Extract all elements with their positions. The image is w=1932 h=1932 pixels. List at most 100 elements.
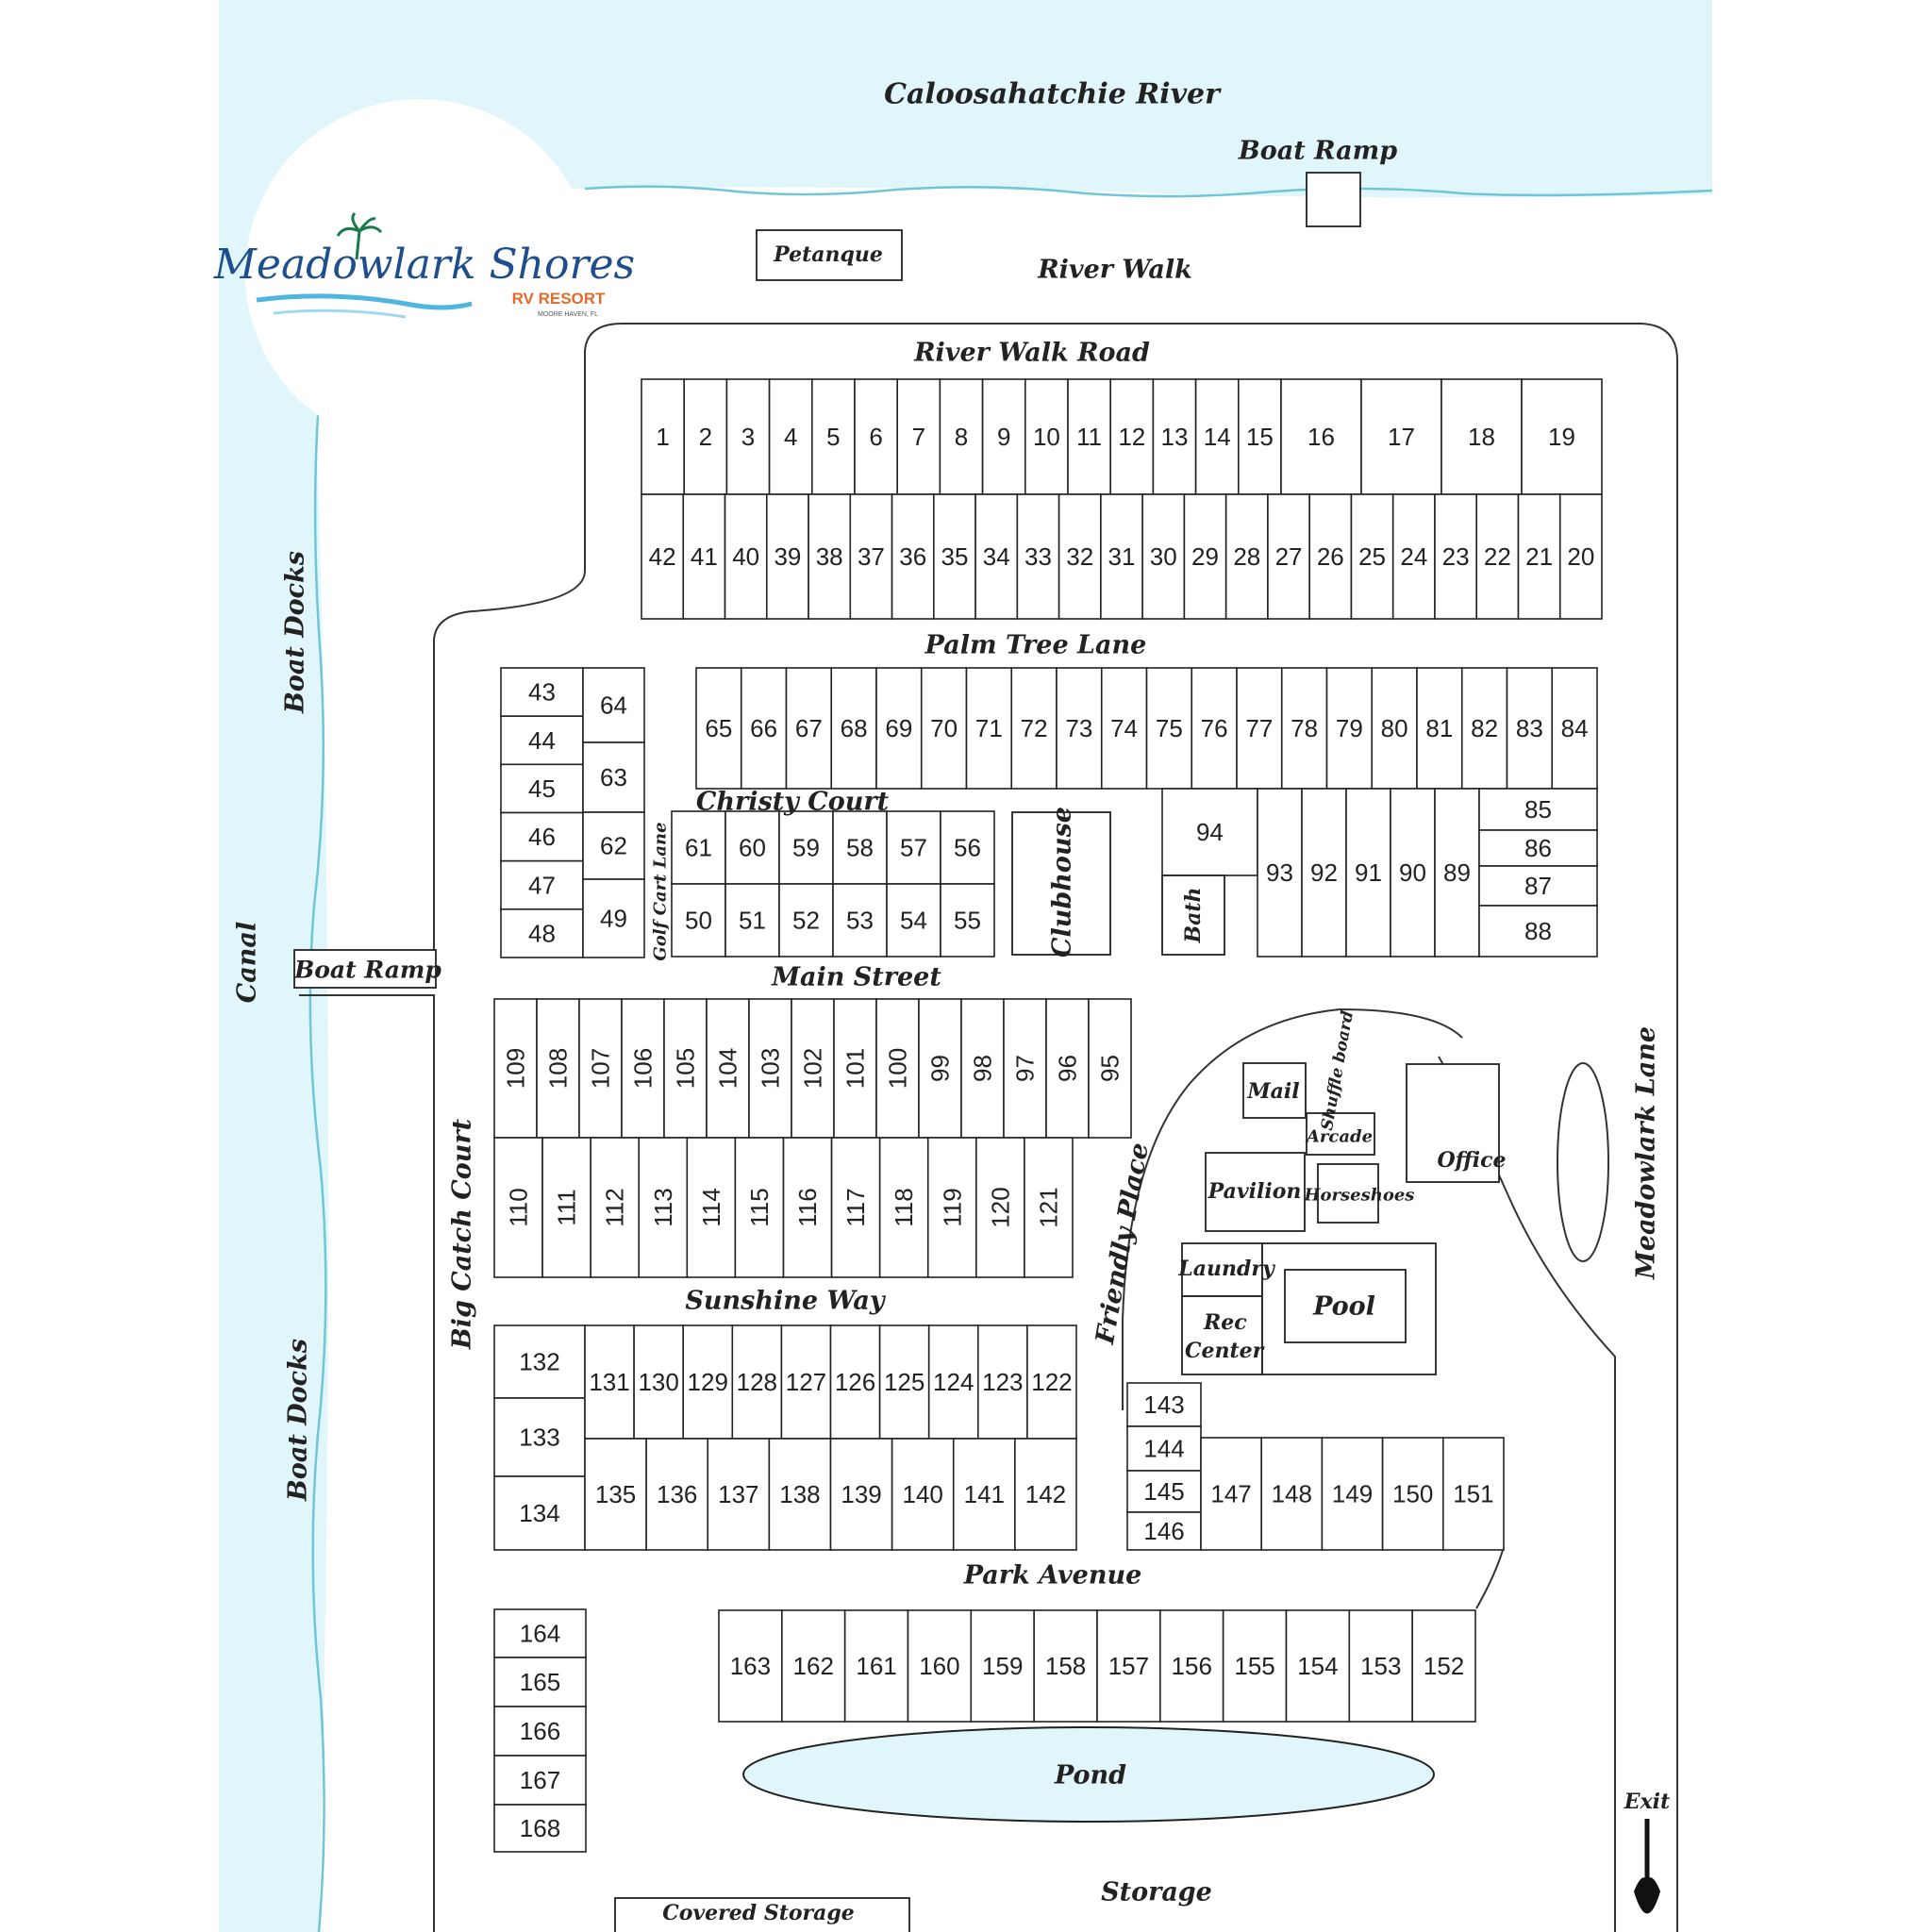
lot-104: 104 (706, 998, 750, 1139)
lot-55: 55 (940, 883, 995, 958)
lot-outline (843, 1609, 909, 1723)
lot-outline (920, 667, 968, 790)
lot-number: 79 (1336, 714, 1363, 742)
lot-149: 149 (1321, 1437, 1384, 1551)
lot-54: 54 (886, 883, 941, 958)
lot-number: 148 (1272, 1480, 1312, 1508)
lot-outline (686, 1137, 737, 1278)
lot-number: 54 (900, 907, 927, 935)
lot-number: 106 (629, 1048, 658, 1089)
river-walk-label: River Walk (1037, 256, 1192, 285)
lot-outline (1442, 1437, 1505, 1551)
lot-67: 67 (785, 667, 833, 790)
lot-number: 101 (841, 1048, 870, 1089)
lot-outline (1088, 998, 1132, 1139)
lot-112: 112 (590, 1137, 641, 1278)
lot-outline (1014, 1438, 1077, 1551)
lot-number: 13 (1161, 423, 1189, 451)
lot-outline (1478, 865, 1598, 907)
lot-number: 156 (1172, 1652, 1212, 1680)
main-street-label: Main Street (771, 963, 941, 992)
lot-21: 21 (1517, 493, 1561, 620)
lot-4: 4 (768, 378, 813, 495)
lot-outline (707, 1438, 771, 1551)
lot-outline (1551, 667, 1598, 790)
lot-30: 30 (1141, 493, 1186, 620)
lot-75: 75 (1145, 667, 1193, 790)
lot-outline (584, 1324, 635, 1440)
lot-outline (830, 1137, 881, 1278)
lot-number: 24 (1400, 542, 1427, 571)
lot-outline (808, 493, 852, 620)
lot-64: 64 (582, 667, 645, 743)
lot-151: 151 (1442, 1437, 1505, 1551)
lot-7: 7 (896, 378, 941, 495)
lot-48: 48 (500, 908, 584, 958)
lot-109: 109 (493, 998, 538, 1139)
lot-58: 58 (832, 810, 888, 885)
lot-20: 20 (1558, 493, 1603, 620)
lot-128: 128 (731, 1324, 783, 1440)
lot-number: 4 (784, 423, 797, 451)
lot-number: 71 (975, 714, 1003, 742)
lot-number: 56 (954, 834, 981, 862)
lot-number: 159 (982, 1652, 1023, 1680)
horseshoes-box (1317, 1163, 1379, 1224)
lot-number: 130 (638, 1368, 678, 1396)
lot-61: 61 (671, 810, 726, 885)
lot-outline (952, 1438, 1016, 1551)
lot-number: 125 (884, 1368, 924, 1396)
lot-6: 6 (854, 378, 899, 495)
lot-number: 119 (938, 1188, 966, 1226)
lot-15: 15 (1238, 378, 1282, 495)
petanque-box (756, 229, 903, 281)
lot-96: 96 (1045, 998, 1090, 1139)
lot-outline (960, 998, 1005, 1139)
office-label: Office (1437, 1148, 1506, 1173)
lot-135: 135 (584, 1438, 647, 1551)
logo-wave-icon (256, 293, 473, 310)
lot-outline (878, 1137, 929, 1278)
lot-number: 165 (520, 1668, 560, 1696)
lot-number: 68 (841, 714, 868, 742)
lot-number: 167 (520, 1766, 560, 1794)
lot-number: 31 (1108, 542, 1136, 571)
lot-outline (1067, 378, 1112, 495)
lot-number: 37 (858, 542, 885, 571)
lot-90: 90 (1390, 788, 1436, 958)
lot-119: 119 (926, 1137, 977, 1278)
lot-12: 12 (1109, 378, 1155, 495)
lot-number: 51 (739, 907, 766, 935)
lot-outline (493, 1657, 587, 1707)
lot-number: 20 (1567, 542, 1594, 571)
lot-34: 34 (974, 493, 1019, 620)
logo-script: Meadowlark Shores (213, 241, 635, 289)
lot-outline (1391, 493, 1436, 620)
petanque-label: Petanque (773, 242, 883, 267)
lot-158: 158 (1033, 1609, 1098, 1723)
lot-outline (1010, 667, 1058, 790)
lot-outline (832, 810, 888, 885)
canal-label: Canal (233, 922, 262, 1003)
lot-107: 107 (578, 998, 623, 1139)
lot-160: 160 (907, 1609, 973, 1723)
lot-number: 38 (816, 542, 843, 571)
lot-78: 78 (1280, 667, 1328, 790)
lot-44: 44 (500, 715, 584, 766)
lot-167: 167 (493, 1755, 587, 1806)
lot-36: 36 (891, 493, 935, 620)
lot-38: 38 (808, 493, 852, 620)
park-avenue-curve (1475, 1546, 1505, 1609)
lot-136: 136 (645, 1438, 709, 1551)
lot-5: 5 (810, 378, 856, 495)
arcade-box (1306, 1112, 1375, 1156)
lot-number: 128 (737, 1368, 777, 1396)
lot-86: 86 (1478, 829, 1598, 867)
lot-outline (891, 1438, 955, 1551)
golf-cart-lane-label: Golf Cart Lane (651, 822, 671, 960)
lot-111: 111 (541, 1137, 591, 1278)
lot-73: 73 (1056, 667, 1103, 790)
lot-outline (1200, 1437, 1262, 1551)
lot-outline (641, 493, 685, 620)
